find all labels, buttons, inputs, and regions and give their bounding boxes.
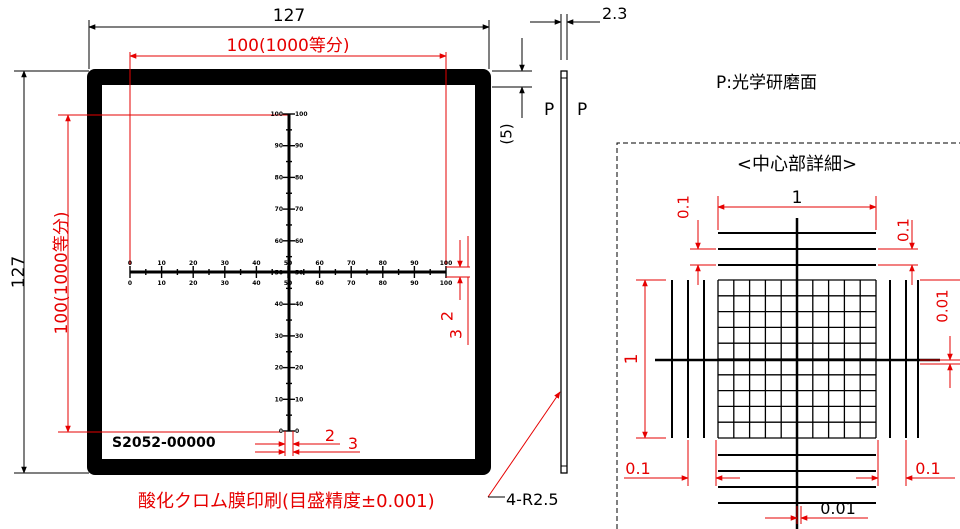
scale-end-dim-3: 3 xyxy=(447,329,466,339)
detail-grid xyxy=(717,279,877,439)
print-note: 酸化クロム膜印刷(目盛精度±0.001) xyxy=(138,491,435,512)
h-tick-label-bottom: 20 xyxy=(189,280,197,287)
crosshair-scale: 0010102020303040405050606070708080909010… xyxy=(128,111,452,435)
v-tick-label-left: 100 xyxy=(270,111,283,118)
corner-radius-label: 4-R2.5 xyxy=(506,490,559,509)
horizontal-ticks xyxy=(129,266,447,278)
scale-end-dim-2: 2 xyxy=(438,311,457,321)
h-tick-label-top: 70 xyxy=(347,260,355,267)
h-tick-label-top: 90 xyxy=(410,260,418,267)
h-tick-label-top: 20 xyxy=(189,260,197,267)
h-tick-label-bottom: 0 xyxy=(128,280,132,287)
thickness-label: 2.3 xyxy=(602,4,627,23)
scale-width-label: 100(1000等分) xyxy=(227,36,350,56)
h-tick-label-top: 100 xyxy=(440,260,453,267)
side-view: 2.3 (5) P P xyxy=(492,4,627,474)
detail-view: <中心部詳細> 1 1 0.1 0.1 0.01 xyxy=(616,142,960,529)
outer-width-label: 127 xyxy=(273,6,305,26)
v-tick-label-right: 100 xyxy=(295,111,308,118)
outer-width-dimension: 127 xyxy=(88,6,490,69)
v-tick-label-right: 70 xyxy=(295,206,303,213)
v-tick-label-right: 40 xyxy=(295,301,303,308)
v-tick-label-right: 30 xyxy=(295,333,303,340)
scale-bottom-dim-3: 3 xyxy=(348,434,358,453)
polished-note: P:光学研磨面 xyxy=(716,73,817,93)
v-tick-label-right: 10 xyxy=(295,396,303,403)
v-tick-label-right: 80 xyxy=(295,174,303,181)
h-tick-label-bottom: 100 xyxy=(440,280,453,287)
h-tick-label-bottom: 30 xyxy=(221,280,229,287)
v-tick-label-left: 80 xyxy=(275,174,283,181)
part-number: S2052-00000 xyxy=(112,435,216,451)
v-tick-label-right: 90 xyxy=(295,143,303,150)
scale-width-dimension: 100(1000等分) xyxy=(129,36,447,265)
v-tick-label-left: 60 xyxy=(275,238,283,245)
v-tick-label-right: 50 xyxy=(295,270,303,277)
v-tick-label-right: 0 xyxy=(295,428,299,435)
detail-bottom-right: 0.1 xyxy=(915,459,940,478)
detail-right-side: 0.01 xyxy=(934,289,952,322)
v-tick-label-left: 50 xyxy=(275,270,283,277)
h-tick-label-top: 30 xyxy=(221,260,229,267)
h-tick-label-bottom: 80 xyxy=(379,280,387,287)
detail-top-span: 1 xyxy=(792,188,803,208)
detail-bottom-left: 0.1 xyxy=(625,459,650,478)
h-tick-label-top: 80 xyxy=(379,260,387,267)
scale-bottom-dim-2: 2 xyxy=(325,426,335,445)
h-tick-label-bottom: 10 xyxy=(157,280,165,287)
scale-end-dimensions: 2 3 xyxy=(438,236,470,345)
v-tick-label-left: 20 xyxy=(275,365,283,372)
h-tick-label-bottom: 60 xyxy=(315,280,323,287)
outer-height-dimension: 127 xyxy=(9,70,89,474)
outer-height-label: 127 xyxy=(9,256,29,288)
h-tick-label-bottom: 50 xyxy=(284,280,292,287)
detail-left-span: 1 xyxy=(622,354,642,365)
scale-height-dimension: 100(1000等分) xyxy=(52,114,290,433)
h-tick-label-top: 60 xyxy=(315,260,323,267)
detail-top-left: 0.1 xyxy=(675,195,693,219)
detail-bottom-center: 0.01 xyxy=(820,499,856,518)
v-tick-label-left: 30 xyxy=(275,333,283,340)
v-tick-label-right: 60 xyxy=(295,238,303,245)
h-tick-label-bottom: 90 xyxy=(410,280,418,287)
v-tick-label-left: 0 xyxy=(279,428,283,435)
v-tick-label-right: 20 xyxy=(295,365,303,372)
h-tick-label-top: 40 xyxy=(252,260,260,267)
h-tick-label-top: 0 xyxy=(128,260,132,267)
v-tick-label-left: 90 xyxy=(275,143,283,150)
detail-top-right: 0.1 xyxy=(895,218,913,242)
v-tick-label-left: 40 xyxy=(275,301,283,308)
h-tick-label-bottom: 70 xyxy=(347,280,355,287)
polished-right: P xyxy=(577,100,587,120)
horizontal-tick-labels: 0010102020303040405050606070708080909010… xyxy=(128,260,452,287)
offset-label: (5) xyxy=(498,123,516,144)
h-tick-label-bottom: 40 xyxy=(252,280,260,287)
v-tick-label-left: 10 xyxy=(275,396,283,403)
scale-height-label: 100(1000等分) xyxy=(52,212,72,335)
h-tick-label-top: 10 xyxy=(157,260,165,267)
scale-bottom-dimensions: 2 3 xyxy=(255,426,360,456)
detail-tick-bars xyxy=(671,232,919,504)
detail-title: <中心部詳細> xyxy=(737,154,857,175)
v-tick-label-left: 70 xyxy=(275,206,283,213)
polished-left: P xyxy=(544,100,554,120)
h-tick-label-top: 50 xyxy=(284,260,292,267)
